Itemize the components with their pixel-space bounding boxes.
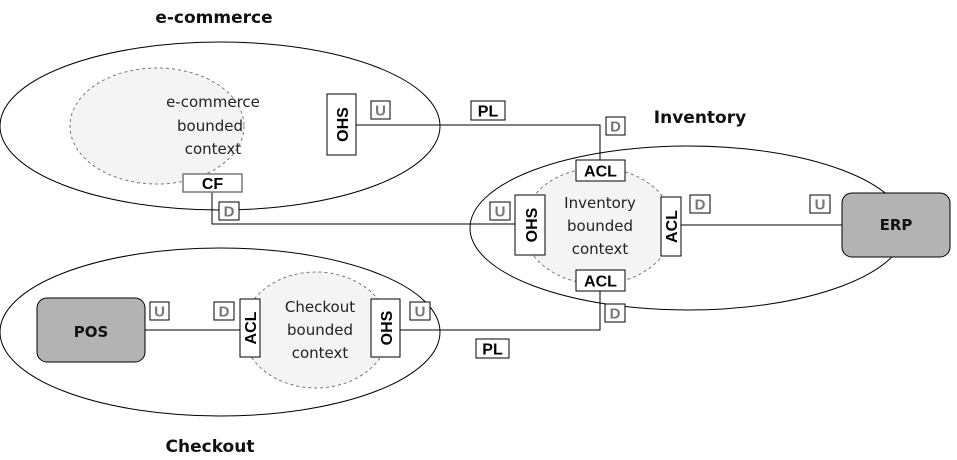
connector-checkout-inventory-pl <box>400 290 601 331</box>
pl-bottom-label: PL <box>482 342 503 359</box>
ecommerce-upstream-marker: U <box>370 100 391 120</box>
inventory-ohs-label: OHS <box>524 207 541 242</box>
inventory-acl-box-bottom: ACL <box>575 269 626 292</box>
svg-text:D: D <box>610 306 621 323</box>
svg-text:D: D <box>695 197 706 214</box>
inventory-context-line-3: context <box>572 240 629 258</box>
ecommerce-bounded-context <box>69 67 245 185</box>
inventory-acl-top-label: ACL <box>584 164 617 181</box>
checkout-context-line-2: bounded <box>287 321 353 339</box>
erp-system: ERP <box>841 192 951 258</box>
inventory-ohs-box: OHS <box>514 194 546 256</box>
inventory-downstream-marker-right: D <box>689 194 711 214</box>
erp-upstream-marker: U <box>809 194 831 214</box>
pos-system: POS <box>36 297 146 363</box>
ecommerce-cf-label: CF <box>202 176 224 193</box>
inventory-acl-right-label: ACL <box>664 210 681 243</box>
connector-ecommerce-inventory-pl <box>356 124 601 160</box>
ecommerce-context-line-2: bounded <box>177 117 243 135</box>
checkout-title: Checkout <box>166 437 255 457</box>
ecommerce-ohs-label: OHS <box>335 107 352 142</box>
ecommerce-title: e-commerce <box>155 8 272 28</box>
checkout-ohs-label: OHS <box>379 310 396 345</box>
inventory-acl-box-right: ACL <box>660 196 682 257</box>
ecommerce-context-line-3: context <box>185 140 242 158</box>
checkout-acl-label: ACL <box>243 311 260 344</box>
inventory-title: Inventory <box>654 108 746 128</box>
pl-box-bottom: PL <box>475 338 510 359</box>
inventory-downstream-marker-top: D <box>605 116 626 136</box>
inventory-context-line-2: bounded <box>567 217 633 235</box>
svg-text:D: D <box>224 204 235 221</box>
ecommerce-ohs-box: OHS <box>326 93 357 156</box>
checkout-upstream-marker: U <box>409 301 431 321</box>
connector-ecommerce-cf-inventory <box>211 192 515 225</box>
inventory-context-line-1: Inventory <box>564 194 636 212</box>
svg-text:U: U <box>815 197 826 214</box>
inventory-downstream-marker-bottom: D <box>604 303 626 323</box>
checkout-context-line-3: context <box>292 344 349 362</box>
checkout-downstream-marker: D <box>213 301 235 321</box>
inventory-acl-box-top: ACL <box>575 159 626 182</box>
svg-text:D: D <box>610 119 621 136</box>
ecommerce-downstream-marker: D <box>218 201 240 221</box>
checkout-acl-box: ACL <box>239 298 261 358</box>
svg-text:D: D <box>219 304 230 321</box>
pos-upstream-marker: U <box>149 301 170 321</box>
checkout-context-line-1: Checkout <box>285 298 355 316</box>
inventory-acl-bottom-label: ACL <box>584 274 617 291</box>
pl-top-label: PL <box>478 104 499 121</box>
pl-box-top: PL <box>470 100 506 121</box>
svg-text:U: U <box>154 304 165 321</box>
svg-text:U: U <box>375 103 386 120</box>
svg-text:U: U <box>415 304 426 321</box>
checkout-ohs-box: OHS <box>370 298 401 358</box>
ecommerce-cf-box: CF <box>182 173 243 193</box>
pos-label: POS <box>74 323 109 341</box>
svg-text:U: U <box>495 204 506 221</box>
ecommerce-context-line-1: e-commerce <box>166 93 260 111</box>
erp-label: ERP <box>880 216 913 234</box>
inventory-upstream-marker-left: U <box>489 201 511 221</box>
